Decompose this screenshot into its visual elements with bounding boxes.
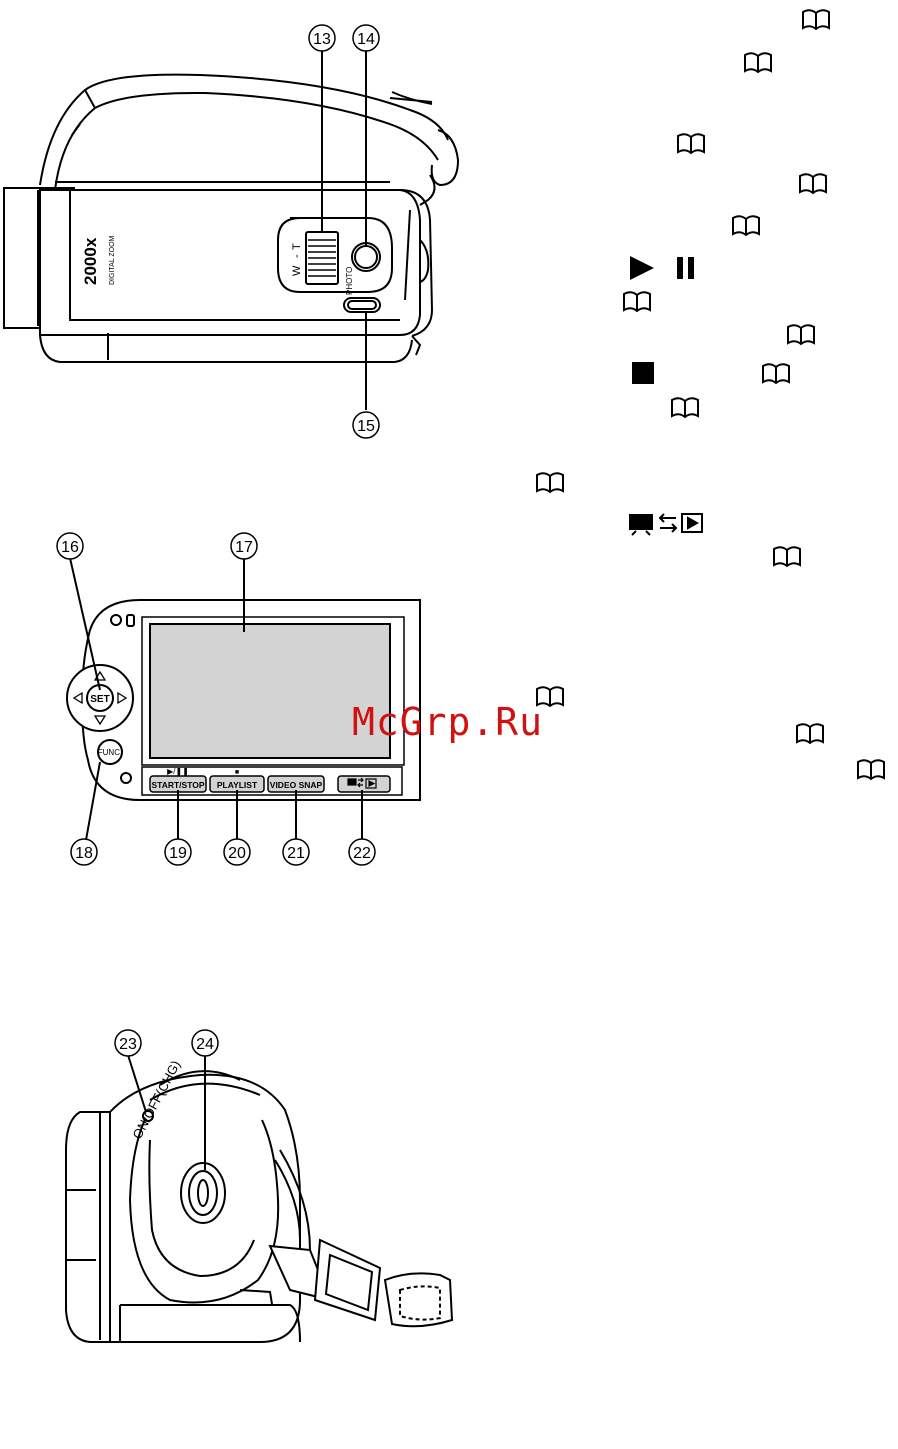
svg-text:13: 13 xyxy=(313,31,331,48)
svg-text:18: 18 xyxy=(75,845,93,862)
book-icon xyxy=(745,53,771,72)
camera-rear-view xyxy=(66,1055,452,1342)
callout-15: 15 xyxy=(353,412,379,438)
callout-18: 18 xyxy=(71,839,97,865)
svg-text:22: 22 xyxy=(353,845,371,862)
callout-17: 17 xyxy=(231,533,257,559)
lcd-panel-view xyxy=(67,558,420,840)
callout-19: 19 xyxy=(165,839,191,865)
book-icon xyxy=(803,10,829,29)
set-button-label: SET xyxy=(90,694,109,705)
camera-top-view xyxy=(4,50,458,410)
callout-22: 22 xyxy=(349,839,375,865)
svg-text:19: 19 xyxy=(169,845,187,862)
svg-text:17: 17 xyxy=(235,539,253,556)
reference-icons xyxy=(537,10,884,779)
stop-icon: ■ xyxy=(235,769,239,776)
camera-play-switch-icon xyxy=(630,514,702,535)
book-icon xyxy=(858,760,884,779)
watermark: McGrp.Ru xyxy=(352,700,543,744)
book-icon xyxy=(733,216,759,235)
book-icon xyxy=(763,364,789,383)
func-button-label: FUNC. xyxy=(98,748,122,757)
zoom-sub-label: DIGITAL ZOOM xyxy=(109,235,116,285)
callout-21: 21 xyxy=(283,839,309,865)
pause-icon xyxy=(677,257,683,279)
start-stop-button-label: START/STOP xyxy=(151,780,204,790)
zoom-dash-label: - xyxy=(291,254,303,258)
stop-icon xyxy=(632,362,654,384)
photo-label: PHOTO xyxy=(345,267,354,295)
video-snap-button-label: VIDEO SNAP xyxy=(270,780,323,790)
svg-text:16: 16 xyxy=(61,539,79,556)
play-pause-icon: ▶/❚❚ xyxy=(167,767,189,776)
svg-text:23: 23 xyxy=(119,1036,137,1053)
callout-23: 23 xyxy=(115,1030,141,1056)
power-label: ON/OFF(CHG) xyxy=(129,1058,183,1142)
book-icon xyxy=(624,292,650,311)
book-icon xyxy=(800,174,826,193)
svg-text:15: 15 xyxy=(357,418,375,435)
book-icon xyxy=(797,724,823,743)
book-icon xyxy=(774,547,800,566)
svg-text:21: 21 xyxy=(287,845,305,862)
callout-14: 14 xyxy=(353,25,379,51)
callout-24: 24 xyxy=(192,1030,218,1056)
playlist-button-label: PLAYLIST xyxy=(217,780,258,790)
zoom-badge: 2000x xyxy=(81,237,100,285)
svg-text:24: 24 xyxy=(196,1036,214,1053)
callout-16: 16 xyxy=(57,533,83,559)
zoom-t-label: T xyxy=(291,243,303,250)
book-icon xyxy=(678,134,704,153)
book-icon xyxy=(672,398,698,417)
svg-text:14: 14 xyxy=(357,31,375,48)
book-icon xyxy=(788,325,814,344)
callout-20: 20 xyxy=(224,839,250,865)
play-icon xyxy=(630,256,654,280)
zoom-w-label: W xyxy=(291,265,303,276)
svg-text:20: 20 xyxy=(228,845,246,862)
callout-13: 13 xyxy=(309,25,335,51)
book-icon xyxy=(537,473,563,492)
